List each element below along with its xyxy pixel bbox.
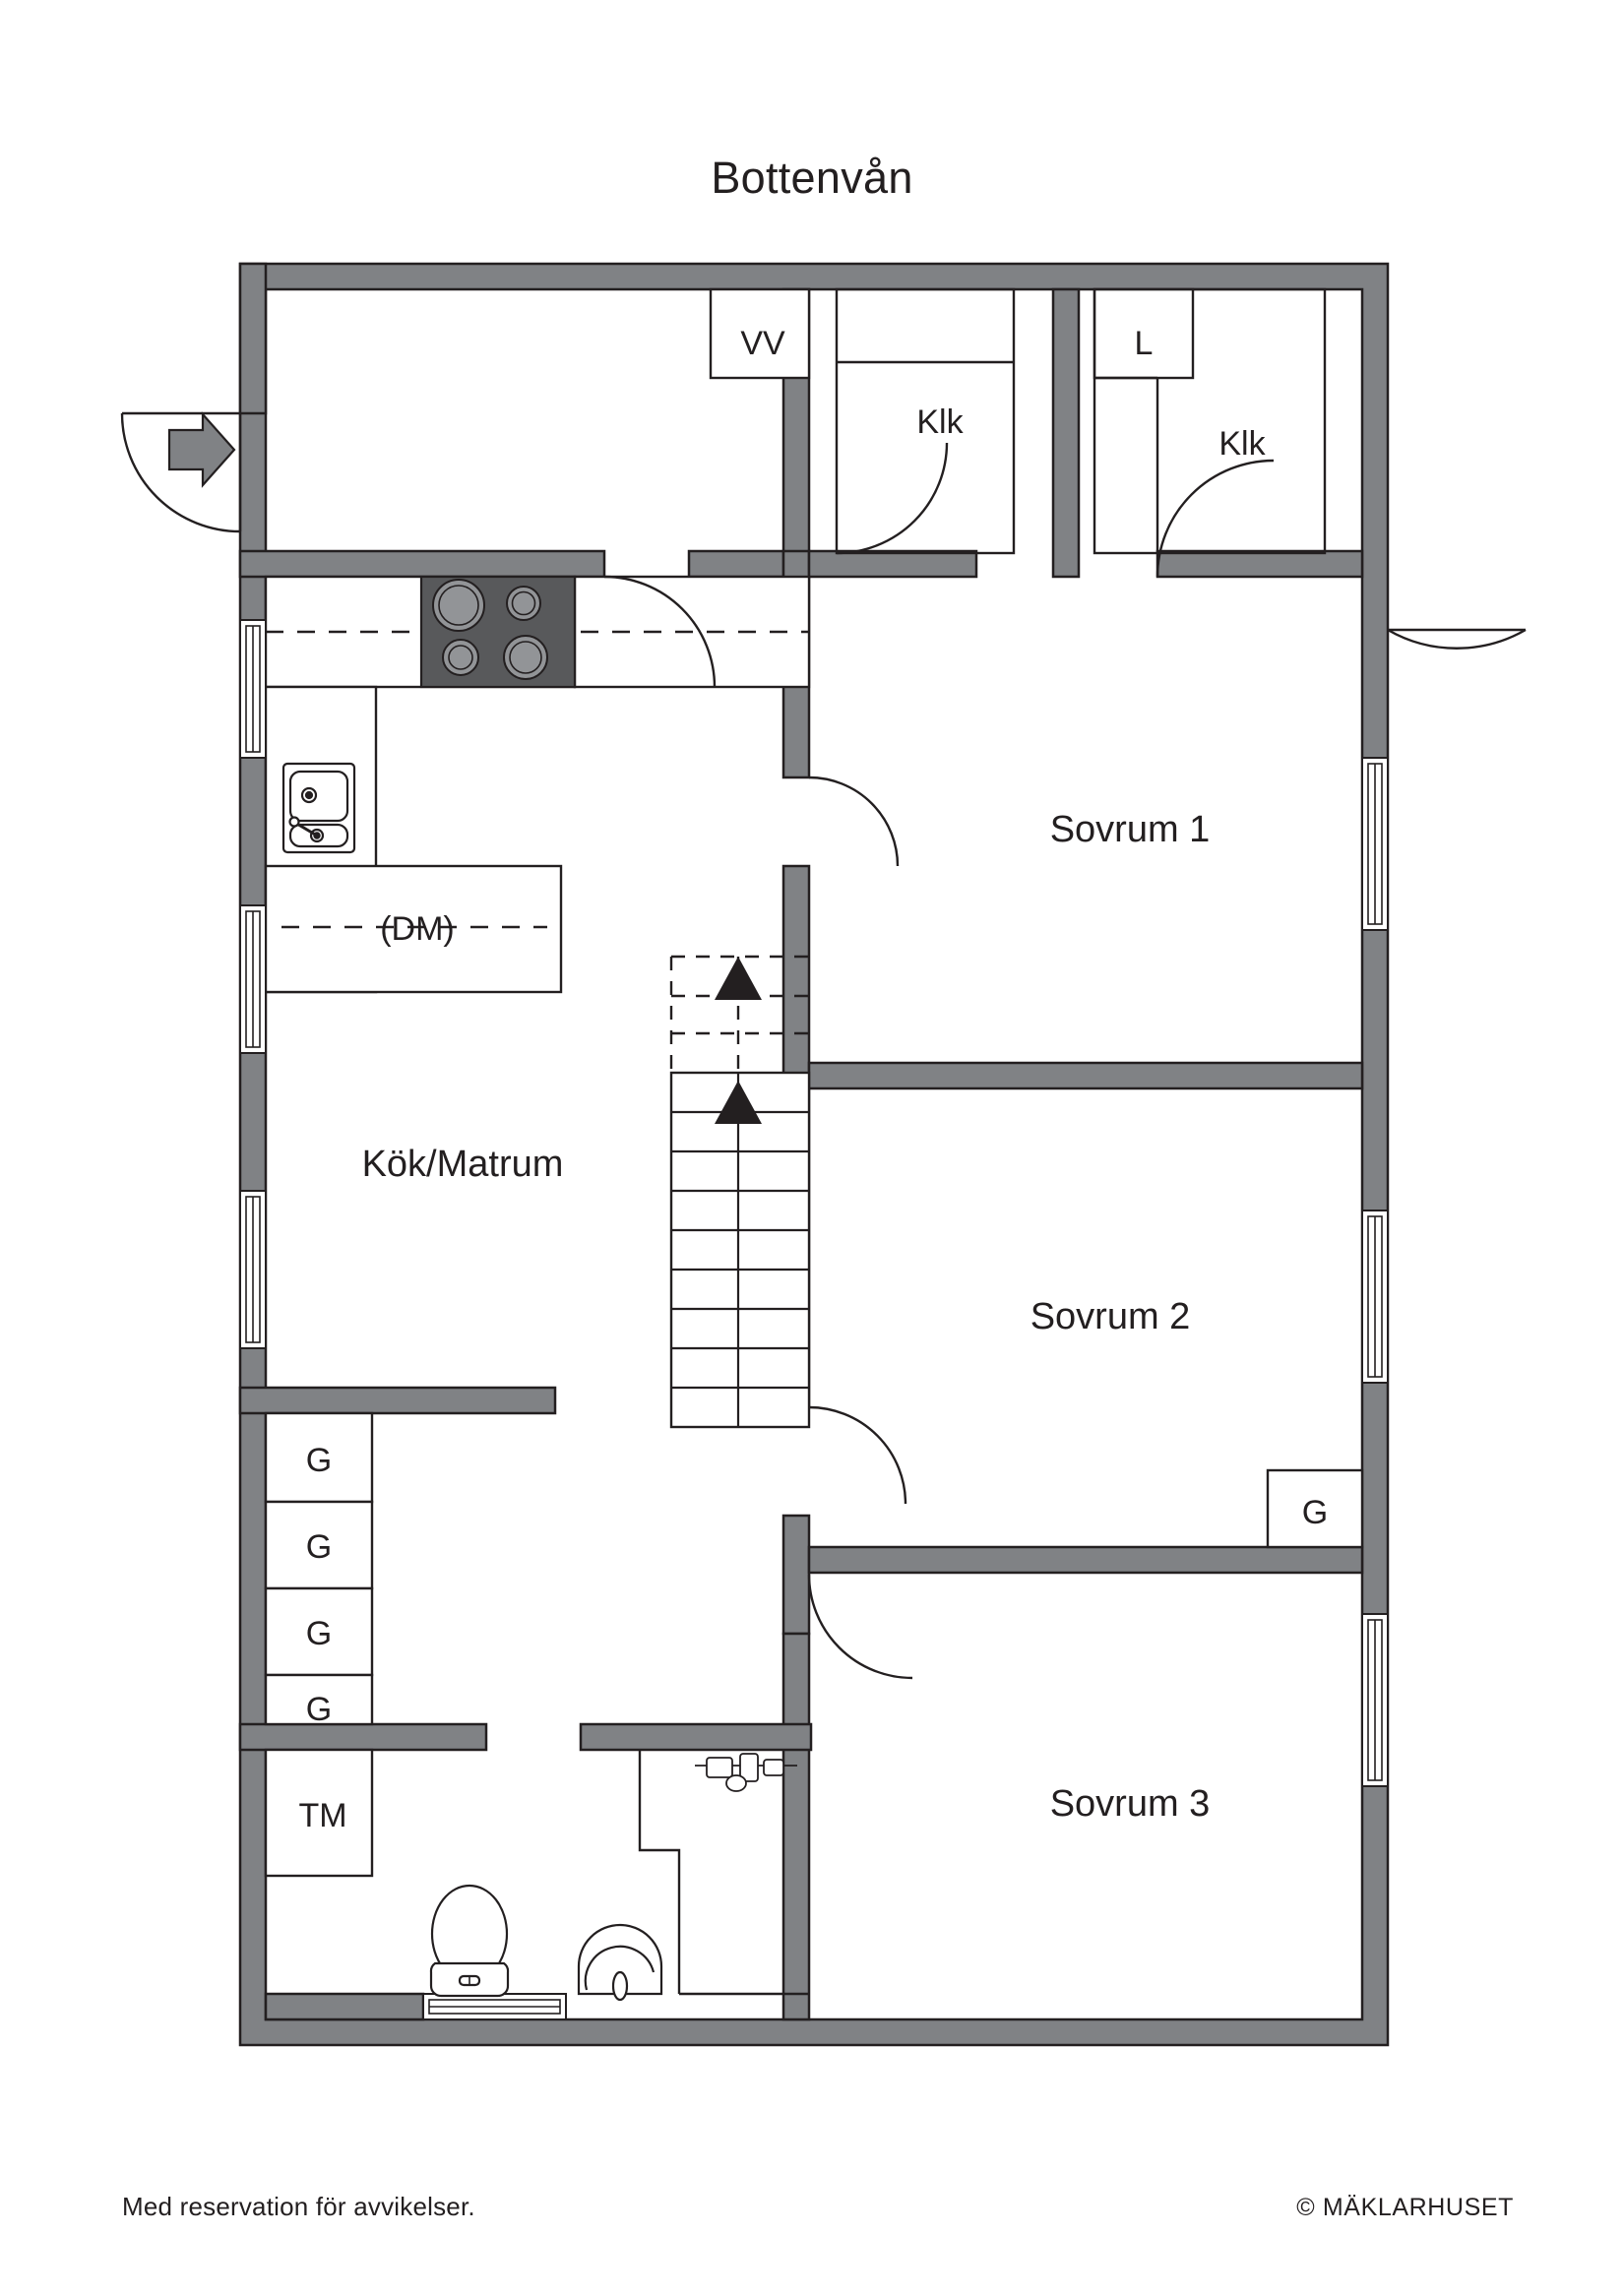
door-group [120, 411, 1527, 1680]
room-label-kok-matrum: Kök/Matrum [362, 1144, 564, 1185]
room-label-sovrum-1: Sovrum 1 [1050, 809, 1211, 850]
wall-sovrum2-sovrum3 [807, 1545, 1364, 1575]
toilet-icon [429, 1884, 510, 1998]
window-right-2 [1361, 1210, 1389, 1384]
footer: Med reservation för avvikelser. © MÄKLAR… [0, 2180, 1624, 2259]
wall-sovrum1-sovrum2 [807, 1061, 1364, 1090]
wall-closet-bank-top [238, 1386, 557, 1415]
room-label-sovrum-3: Sovrum 3 [1050, 1783, 1211, 1825]
closet-g-5 [1266, 1468, 1364, 1549]
kitchen-sink-icon [281, 762, 356, 854]
room-label-sovrum-2: Sovrum 2 [1031, 1296, 1191, 1337]
bathroom-partition [638, 1750, 681, 1994]
closet-tm [264, 1748, 374, 1878]
window-bottom-bath [422, 1993, 567, 2020]
fixture-label-dm: (DM) [380, 910, 455, 948]
stairs-up-arrow-icon [715, 957, 762, 1124]
footer-disclaimer: Med reservation för avvikelser. [122, 2192, 475, 2221]
fixture-label-g-4: G [306, 1691, 332, 1728]
door-klk-2 [1156, 459, 1275, 578]
closet-g-1 [264, 1411, 374, 1504]
entrance-arrow-icon [167, 411, 236, 488]
door-sovrum-2 [808, 1405, 907, 1505]
washbasin-icon [577, 1923, 663, 2002]
wall-closet-bottom-left [807, 549, 978, 579]
wall-vertical-center-lower [781, 1632, 811, 2021]
wall-entry-stub [238, 262, 268, 415]
wall-bathroom-top [579, 1722, 813, 1752]
fixture-label-vv: VV [740, 325, 785, 362]
window-group [239, 619, 1389, 2020]
wall-bottom-sill-left [264, 1992, 425, 2021]
window-right-1 [1361, 757, 1389, 931]
fixture-label-l: L [1135, 325, 1154, 362]
window-left-3 [239, 1190, 267, 1349]
door-sovrum-1 [808, 776, 900, 867]
box-vv [709, 287, 811, 380]
closet-g-2 [264, 1500, 374, 1590]
fixture-label-g-1: G [306, 1442, 332, 1479]
entrance-door [120, 411, 242, 533]
closet-g-4 [264, 1673, 374, 1726]
stairs [669, 955, 811, 1429]
room-label-group: Kök/Matrum Sovrum 1 Sovrum 2 Sovrum 3 [362, 809, 1211, 1825]
window-left-1 [239, 619, 267, 759]
shower-mixer-icon [695, 1753, 797, 1792]
box-klk-1 [835, 287, 1016, 555]
wall-hall-bottom-left [238, 549, 606, 579]
wall-vertical-center-mid-c [781, 1514, 811, 1636]
wall-closet-bank-mid [238, 1722, 488, 1752]
wall-upper-divider [1051, 287, 1081, 579]
fixture-label-tm: TM [298, 1797, 346, 1834]
fixture-label-group: VV Klk L Klk (DM) G G G G TM G [298, 325, 1328, 1834]
fixture-label-klk-1: Klk [916, 403, 964, 441]
page-title: Bottenvån [711, 153, 913, 203]
door-sovrum-1-right [1387, 628, 1527, 650]
door-sovrum-3 [807, 1574, 913, 1680]
stove-icon [419, 575, 577, 689]
box-klk-2 [1093, 287, 1327, 555]
fixture-label-klk-2: Klk [1218, 425, 1266, 463]
closet-g-3 [264, 1586, 374, 1677]
fixture-label-g-3: G [306, 1615, 332, 1652]
door-klk-1 [836, 442, 949, 555]
box-l [1093, 287, 1195, 380]
klk-2-inner-line [1094, 376, 1159, 553]
wall-closet-bottom-right [1156, 549, 1364, 579]
window-left-2 [239, 904, 267, 1054]
fixture-label-g-5: G [1302, 1494, 1328, 1531]
door-kitchen-hall [603, 575, 717, 688]
fixture-label-g-2: G [306, 1528, 332, 1566]
footer-copyright: © MÄKLARHUSET [1296, 2194, 1514, 2221]
window-right-3 [1361, 1613, 1389, 1787]
